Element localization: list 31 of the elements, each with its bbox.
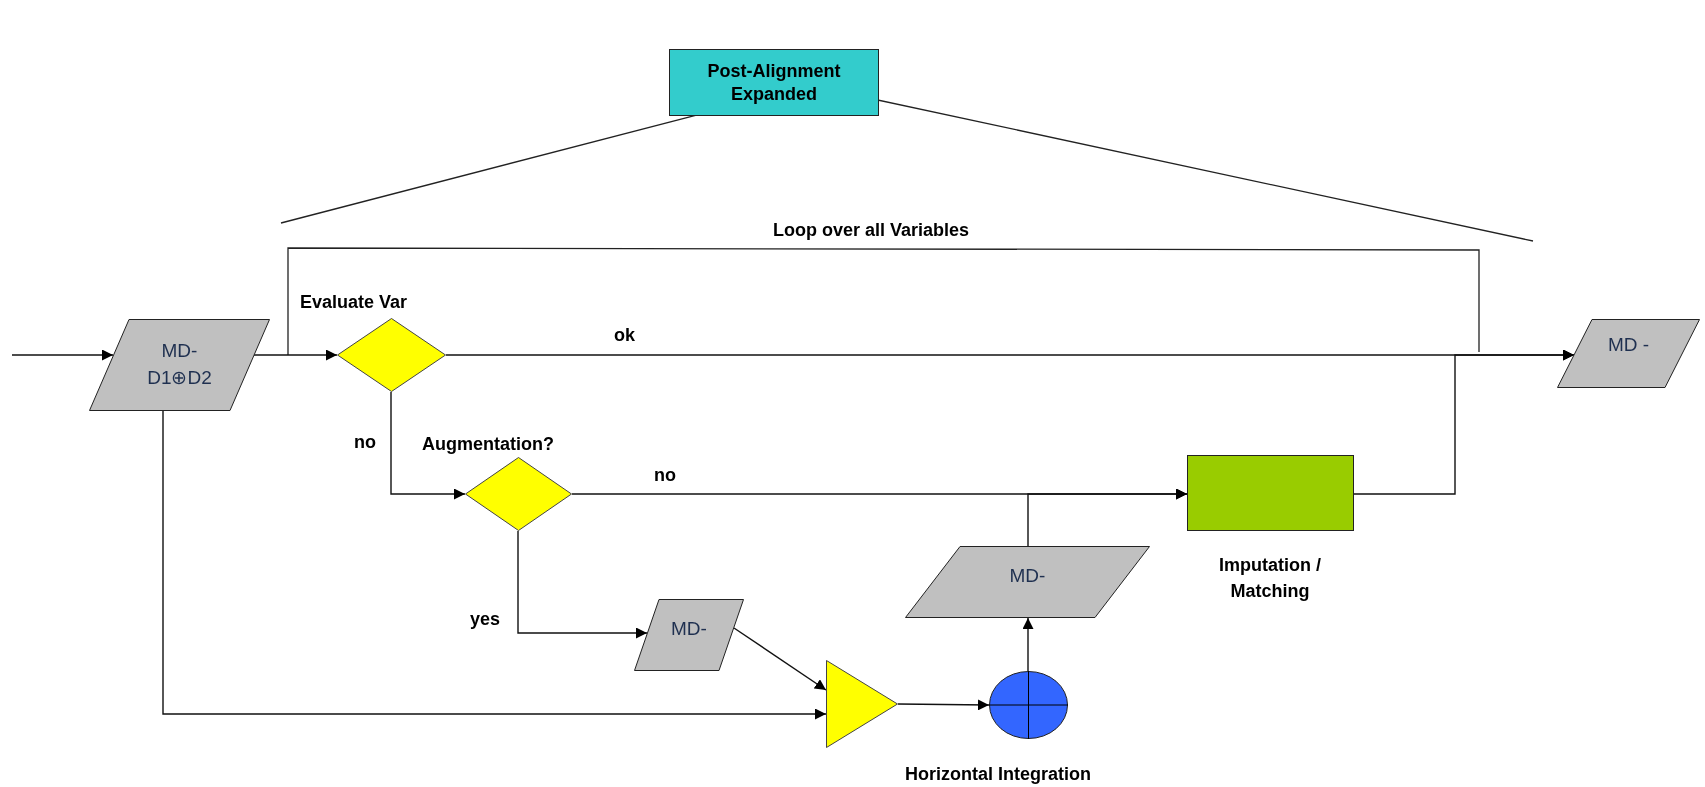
arrow [11, 349, 114, 361]
node-label: MD- [671, 617, 707, 641]
arrow [1353, 349, 1575, 495]
shape-caption: Horizontal Integration [905, 763, 1092, 786]
node-label: MD - [1607, 333, 1650, 357]
arrow [897, 699, 990, 711]
arrow [517, 530, 648, 639]
summing-circle [989, 671, 1068, 739]
data-parallelogram [634, 599, 744, 671]
data-parallelogram [89, 319, 270, 411]
triangle-shape [826, 660, 898, 748]
shape-caption: Augmentation? [422, 433, 555, 456]
process-box [1187, 455, 1354, 531]
decision-diamond [465, 457, 572, 531]
loop-label: Loop over all Variables [773, 221, 970, 239]
data-parallelogram [905, 546, 1150, 618]
node-label: Post-Alignment Expanded [706, 60, 842, 105]
arrow [1022, 617, 1034, 672]
arrow [1027, 488, 1188, 547]
arrow [390, 391, 466, 500]
shape-caption: Imputation / Matching [1218, 554, 1322, 604]
process-box [669, 49, 879, 116]
edge-label: ok [612, 326, 637, 344]
arrow [162, 410, 827, 720]
data-parallelogram [1557, 319, 1700, 388]
decision-diamond [337, 318, 446, 392]
node-label: MD- D1⊕D2 [146, 339, 213, 390]
arrow [733, 627, 827, 691]
node-label: MD- [1009, 564, 1046, 588]
shape-caption: Evaluate Var [300, 291, 409, 314]
arrow [253, 349, 338, 361]
